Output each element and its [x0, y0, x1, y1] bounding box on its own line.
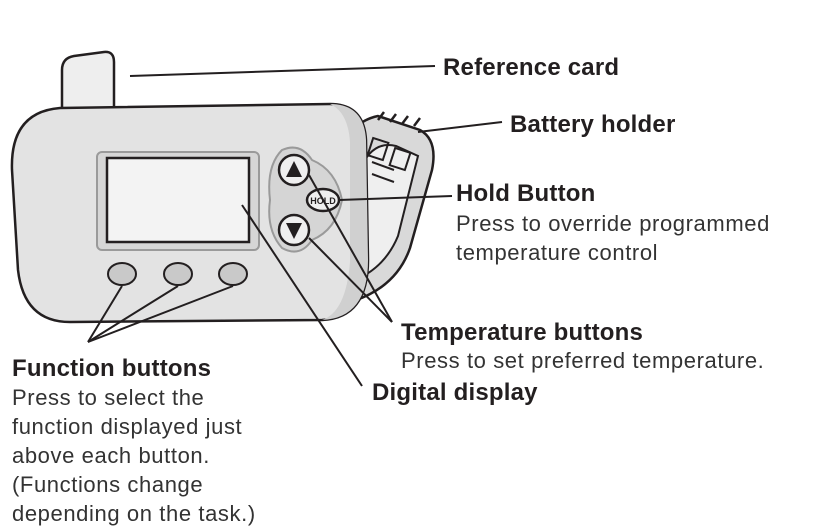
leader-battery-holder: [417, 121, 503, 133]
hold-button-desc-line: Press to override programmed: [456, 211, 770, 236]
digital-display-title: Digital display: [372, 379, 538, 406]
leader-temp-up: [308, 174, 393, 323]
temperature-buttons-title: Temperature buttons: [401, 319, 644, 346]
leader-digital-display: [241, 204, 363, 387]
function-buttons-desc-line: (Functions change: [12, 472, 204, 497]
function-buttons-desc-line: function displayed just: [12, 414, 243, 439]
arrow-down-icon: [286, 223, 302, 239]
hold-button-title: Hold Button: [456, 180, 596, 207]
function-buttons-title: Function buttons: [12, 355, 212, 382]
function-button-1[interactable]: [107, 262, 137, 286]
reference-card-title: Reference card: [443, 54, 620, 81]
leader-lines: [87, 65, 503, 387]
leader-function-2: [87, 285, 179, 343]
function-buttons-desc-line: depending on the task.): [12, 501, 256, 526]
temperature-buttons-description: Press to set preferred temperature.: [401, 348, 765, 373]
function-button-3[interactable]: [218, 262, 248, 286]
function-buttons-desc-line: above each button.: [12, 443, 210, 468]
reference-card: [60, 50, 116, 120]
leader-hold-button: [338, 195, 453, 201]
battery-holder-title: Battery holder: [510, 111, 676, 138]
display-screen: [105, 156, 251, 244]
arrow-up-icon: [286, 161, 302, 177]
leader-reference-card: [129, 65, 436, 77]
function-buttons-desc-line: Press to select the: [12, 385, 205, 410]
leader-function-1: [87, 285, 123, 343]
leader-temp-down: [308, 237, 393, 323]
leader-function-3: [87, 285, 234, 343]
function-button-2[interactable]: [163, 262, 193, 286]
function-buttons-description: Press to select the function displayed j…: [12, 383, 256, 528]
hold-button-description: Press to override programmed temperature…: [456, 209, 770, 267]
hold-button-desc-line: temperature control: [456, 240, 659, 265]
